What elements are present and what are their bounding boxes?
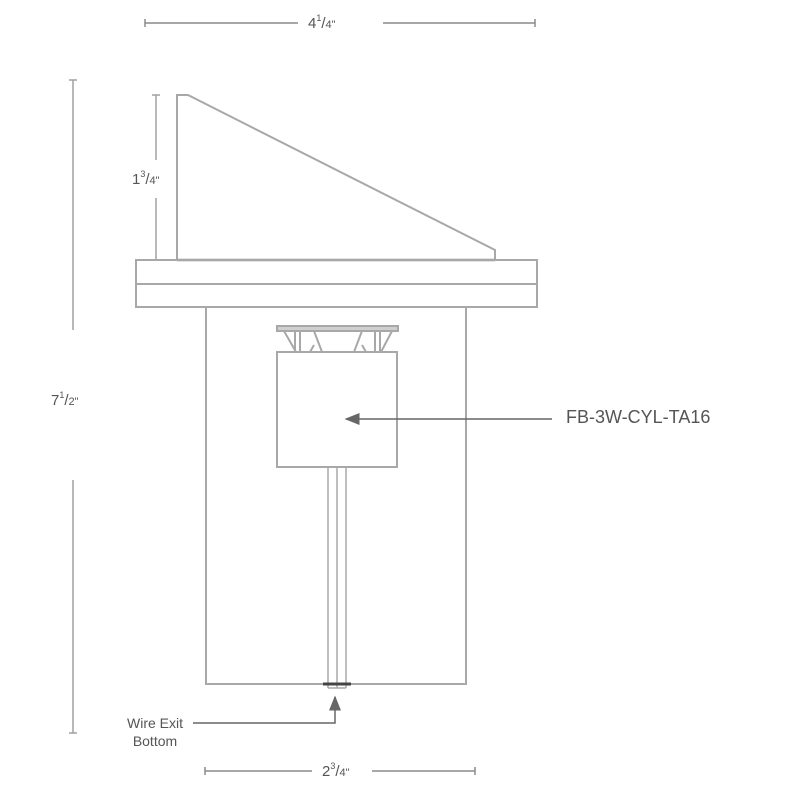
wire-stem <box>327 467 347 689</box>
dim-denominator: 4" <box>325 19 336 31</box>
wire-exit-arrow <box>193 695 341 724</box>
base-dimension-line <box>204 767 476 775</box>
lamp-model-label: FB-3W-CYL-TA16 <box>566 407 711 427</box>
dim-whole: 1 <box>132 171 141 188</box>
dim-numerator: 3 <box>330 761 336 771</box>
overall-height-dimension-line <box>69 79 77 734</box>
overall-height-label: 71/2" <box>51 390 79 409</box>
dim-whole: 7 <box>51 392 60 409</box>
wire-exit-line1: Wire Exit <box>127 715 183 731</box>
dim-denominator: 4" <box>149 175 160 187</box>
lamp-assembly <box>276 325 399 468</box>
dim-whole: 2 <box>322 763 331 780</box>
dim-numerator: 1 <box>59 390 65 400</box>
shade-height-label: 13/4" <box>132 169 160 188</box>
top-width-label: 41/4" <box>304 13 340 32</box>
mounting-flange <box>135 259 538 308</box>
wire-exit-line2: Bottom <box>132 733 178 749</box>
dim-whole: 4 <box>308 15 317 32</box>
dim-denominator: 2" <box>68 396 79 408</box>
shade-outline <box>176 94 496 260</box>
fixture-body <box>205 306 467 685</box>
dim-numerator: 3 <box>140 169 146 179</box>
base-width-label: 23/4" <box>318 761 354 780</box>
dim-numerator: 1 <box>316 13 322 23</box>
top-dimension-line <box>144 19 536 27</box>
wire-exit-label: Wire Exit Bottom <box>115 714 195 750</box>
shade-height-dimension-line <box>152 94 160 260</box>
dim-denominator: 4" <box>339 767 350 779</box>
